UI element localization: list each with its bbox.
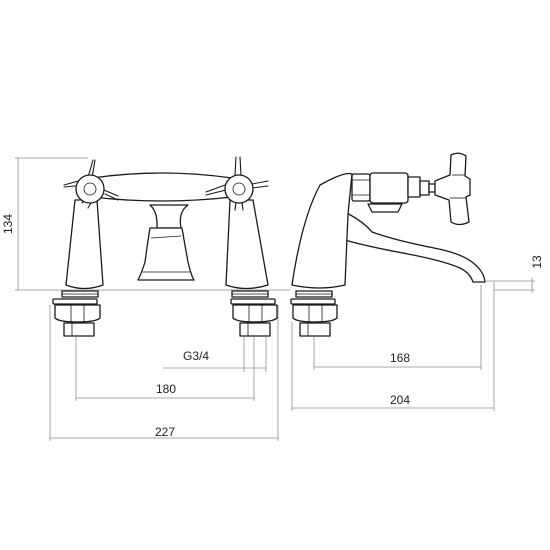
side-spindle bbox=[407, 176, 421, 198]
side-view bbox=[290, 152, 486, 337]
dim-label-g34: G3/4 bbox=[183, 349, 209, 363]
front-view bbox=[52, 156, 278, 337]
bridge-top bbox=[91, 172, 233, 202]
side-main-body bbox=[291, 172, 353, 289]
side-handle bbox=[434, 152, 471, 226]
side-tail-fitting bbox=[290, 290, 338, 337]
spout-band bbox=[150, 235, 182, 239]
left-tail-fitting bbox=[52, 290, 101, 337]
right-cross-handle bbox=[205, 156, 269, 211]
dim-label-134: 134 bbox=[1, 214, 15, 234]
dimension-lines bbox=[15, 157, 535, 441]
side-spout-arm bbox=[344, 211, 486, 283]
dim-label-168: 168 bbox=[390, 351, 410, 365]
right-tail-fitting bbox=[230, 290, 278, 337]
spout-neck bbox=[149, 204, 189, 229]
left-pillar-body bbox=[65, 199, 104, 290]
dim-label-204: 204 bbox=[390, 393, 410, 407]
spout-body bbox=[137, 227, 195, 281]
side-valve-body bbox=[369, 172, 409, 204]
dim-label-13: 13 bbox=[530, 255, 544, 269]
left-cross-handle bbox=[63, 159, 119, 209]
dim-label-180: 180 bbox=[156, 382, 176, 396]
dim-label-227: 227 bbox=[155, 425, 175, 439]
side-collar bbox=[351, 173, 371, 202]
right-pillar-body bbox=[225, 199, 269, 290]
